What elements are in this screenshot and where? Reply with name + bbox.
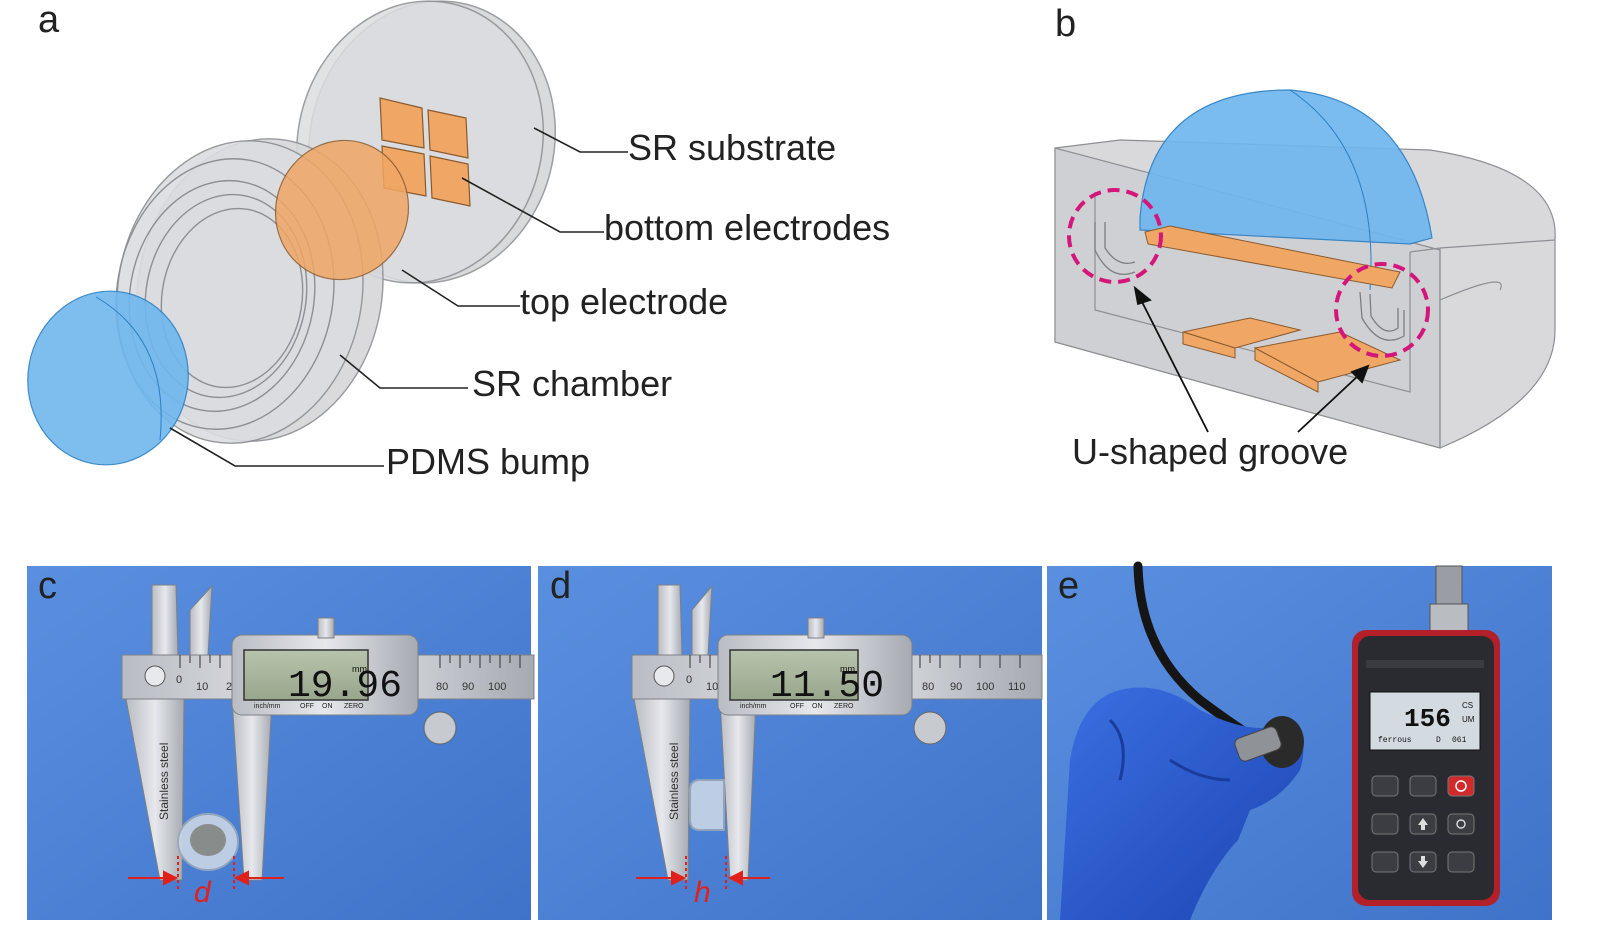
label-top-electrode: top electrode — [520, 281, 728, 322]
meter-unit-top: CS — [1462, 701, 1473, 710]
panel-letter-e: e — [1058, 565, 1079, 607]
panel-letter-a: a — [38, 0, 60, 41]
meter-reading: 156 — [1404, 704, 1451, 734]
meter-key[interactable] — [1447, 851, 1475, 873]
stainless-steel-label: Stainless steel — [157, 743, 171, 820]
dimension-h — [636, 856, 770, 892]
caliper-button-on: ON — [322, 703, 333, 710]
tick-label: 0 — [686, 674, 692, 686]
tick-label: 90 — [950, 681, 962, 693]
top-electrode-strip — [1144, 225, 1401, 289]
meter-key[interactable] — [1371, 851, 1399, 873]
panel-e: 156 CS UM ferrous D 061 e — [1047, 561, 1552, 920]
panel-letter-b: b — [1055, 3, 1076, 45]
label-bottom-electrodes: bottom electrodes — [604, 207, 890, 248]
meter-display — [1369, 691, 1481, 751]
power-icon — [1455, 780, 1467, 792]
tick-label: 80 — [436, 681, 448, 693]
dimension-d — [128, 856, 284, 892]
panel-letter-c: c — [38, 565, 57, 607]
caliper-reading-c: 19.96 — [288, 665, 402, 708]
arrow-down-icon — [1418, 856, 1428, 868]
caliper-button-off: OFF — [300, 703, 314, 710]
sample-d — [689, 779, 725, 831]
meter-key[interactable] — [1409, 775, 1437, 797]
caliper-reading-d: 11.50 — [770, 665, 884, 708]
meter-status-num: 061 — [1452, 736, 1467, 745]
caliper-display-d — [729, 649, 859, 701]
caliper-button-zero: ZERO — [834, 703, 854, 710]
meter-key[interactable] — [1371, 813, 1399, 835]
label-sr-substrate: SR substrate — [628, 127, 836, 168]
power-key[interactable] — [1447, 775, 1475, 797]
fixed-jaw-d — [633, 584, 713, 881]
caliper-button-zero: ZERO — [344, 703, 364, 710]
caliper-unit-c: mm — [352, 664, 367, 674]
tick-label: 90 — [462, 681, 474, 693]
tick-label: 80 — [922, 681, 934, 693]
meter-keypad — [1371, 775, 1475, 873]
meter-unit-bottom: UM — [1462, 715, 1475, 724]
meter-key[interactable] — [1371, 775, 1399, 797]
top-electrode — [274, 139, 410, 281]
label-u-shaped-groove: U-shaped groove — [1072, 431, 1348, 472]
tick-label: 10 — [196, 681, 208, 693]
sun-icon — [1456, 819, 1466, 829]
caliper-unit-d: mm — [840, 664, 855, 674]
caliper-button-inch: inch/mm — [740, 703, 767, 710]
meter-status-mode: ferrous — [1378, 736, 1412, 745]
caliper-display-c — [243, 649, 369, 701]
fixed-jaw-c — [125, 584, 213, 881]
arrow-up-icon — [1418, 818, 1428, 830]
groove-highlight-left — [1067, 188, 1163, 284]
tick-label: 100 — [488, 681, 506, 693]
label-sr-chamber: SR chamber — [472, 363, 672, 404]
tick-label: 100 — [976, 681, 994, 693]
panel-b: b — [1054, 3, 1556, 472]
pdms-bump — [27, 290, 189, 466]
stainless-steel-label: Stainless steel — [667, 743, 681, 820]
tick-label: 10 — [706, 681, 718, 693]
tick-label: 0 — [176, 674, 182, 686]
panel-letter-d: d — [550, 565, 571, 607]
panel-c: 0 10 2 80 90 100 Stainless steel 19.96 m… — [27, 565, 535, 920]
leader-lines-a — [169, 127, 628, 467]
panel-a: a — [27, 0, 890, 482]
dimension-label-h: h — [694, 876, 711, 909]
probe-head — [1234, 716, 1304, 768]
caliper-button-on: ON — [812, 703, 823, 710]
beam-ticks-c — [179, 655, 521, 668]
label-pdms-bump: PDMS bump — [386, 441, 590, 482]
caliper-button-off: OFF — [790, 703, 804, 710]
sample-c — [177, 813, 239, 871]
u-grooves — [1094, 222, 1405, 341]
dimension-label-d: d — [194, 876, 212, 909]
backlight-key[interactable] — [1447, 813, 1475, 835]
panel-d: 0 10 80 90 100 110 Stainless steel 11.50… — [538, 565, 1043, 920]
caliper-button-inch: inch/mm — [254, 703, 281, 710]
tick-label: 110 — [1008, 681, 1026, 693]
meter-status-d: D — [1436, 736, 1441, 745]
groove-arrows — [1133, 285, 1370, 433]
meter-connector — [1429, 565, 1469, 635]
groove-highlight-right — [1334, 262, 1430, 358]
tick-label: 2 — [226, 681, 232, 693]
pdms-dome — [1139, 89, 1433, 291]
